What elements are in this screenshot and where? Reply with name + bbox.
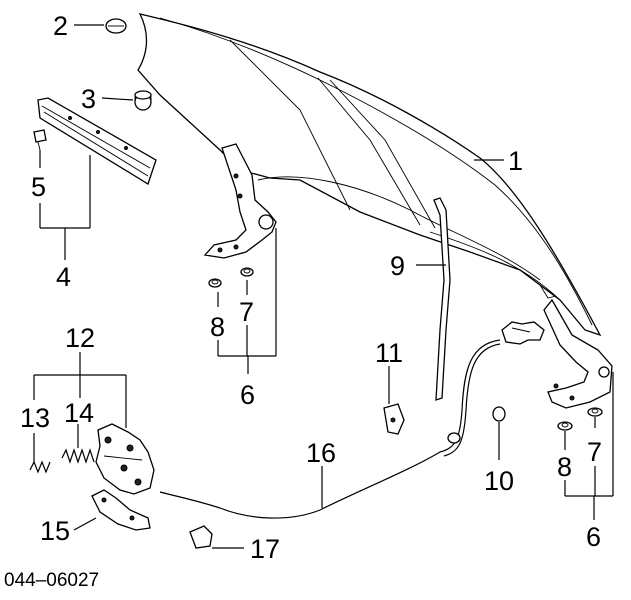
callout-4: 4: [56, 262, 71, 292]
callout-2: 2: [53, 11, 68, 41]
callout-8-left: 8: [210, 312, 225, 342]
diagram-code: 044–06027: [4, 570, 99, 591]
callout-13: 13: [20, 403, 50, 433]
hinge-washer-right-8: [557, 421, 573, 431]
cable-clamp-part-17: [189, 525, 213, 549]
callout-6-right: 6: [586, 522, 601, 552]
callout-11: 11: [375, 338, 403, 368]
release-cable-part-16: [159, 339, 501, 519]
callout-17: 17: [250, 534, 280, 564]
bracket-part-11: [383, 403, 405, 435]
callout-15: 15: [40, 516, 70, 546]
hood-seal-strip: [37, 97, 157, 185]
hinge-bolt-left-7: [240, 267, 254, 277]
fastener-part-5: [33, 129, 47, 151]
hood-release-handle: [501, 321, 545, 345]
support-rod-part-9: [433, 197, 451, 401]
callout-8-right: 8: [557, 452, 572, 482]
lock-control-part-15: [91, 489, 151, 531]
callout-1: 1: [508, 146, 523, 176]
callout-3: 3: [81, 84, 96, 114]
grommet-part-10: [492, 406, 506, 422]
callout-9: 9: [390, 251, 405, 281]
spring-part-14: [61, 448, 95, 464]
hinge-washer-left-8: [208, 278, 222, 288]
callout-10: 10: [484, 466, 514, 496]
hood-panel: [137, 13, 602, 337]
hood-hinge-right: [543, 298, 613, 409]
hinge-bolt-right-7: [587, 407, 603, 417]
callout-6-left: 6: [240, 380, 255, 410]
hood-hinge-left: [203, 143, 277, 259]
hood-lock-part-12: [95, 423, 155, 495]
leader-lines: [33, 24, 614, 549]
spring-part-13: [29, 460, 51, 474]
callout-16: 16: [306, 438, 336, 468]
clip-part-2: [105, 18, 127, 34]
callout-7-left: 7: [239, 297, 254, 327]
callout-12: 12: [65, 323, 95, 353]
callout-5: 5: [31, 172, 46, 202]
callout-7-right: 7: [587, 437, 602, 467]
callout-14: 14: [64, 398, 94, 428]
cushion-part-3: [134, 90, 152, 111]
callout-labels: 1 2 3 5 4 9 8 7 6 11 12 13 14 16 10 8 7 …: [20, 11, 602, 564]
